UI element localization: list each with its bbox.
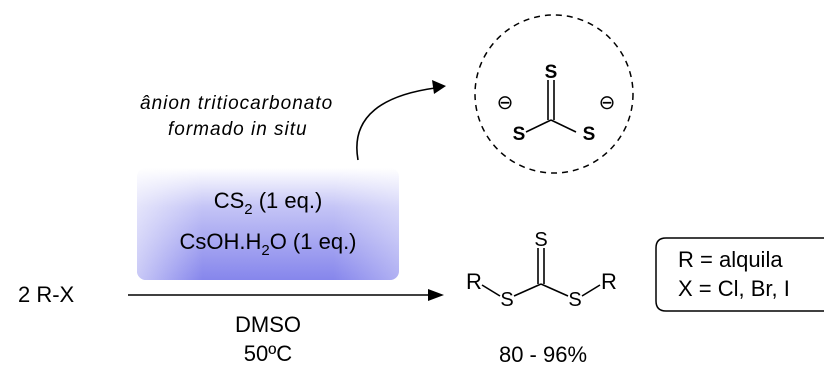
trithiocarbonate-anion: S S S ⊖ ⊖ xyxy=(497,62,616,145)
annotation-line-2: formado in situ xyxy=(168,119,308,140)
anion-atom-right: S xyxy=(583,124,596,145)
reagent-box: CS2 (1 eq.) CsOH.H2O (1 eq.) xyxy=(137,168,399,280)
reagent-line-2: CsOH.H2O (1 eq.) xyxy=(179,229,356,259)
trithiocarbonate-product: S S S R R xyxy=(466,229,617,311)
reaction-arrow xyxy=(128,289,444,301)
reagent-line-1: CS2 (1 eq.) xyxy=(214,188,323,218)
temperature-label: 50ºC xyxy=(244,341,293,366)
anion-atom-top: S xyxy=(545,62,558,83)
solvent-label: DMSO xyxy=(235,312,301,337)
product-r-left: R xyxy=(466,269,482,294)
reactant-label: 2 R-X xyxy=(18,282,75,307)
product-atom-right: S xyxy=(568,289,581,311)
legend-box: R = alquila X = Cl, Br, I xyxy=(655,237,824,312)
product-atom-left: S xyxy=(500,289,513,311)
product-atom-top: S xyxy=(534,229,547,251)
curved-arrow xyxy=(356,80,446,161)
legend-line-2: X = Cl, Br, I xyxy=(678,276,790,301)
annotation-line-1: ânion tritiocarbonato xyxy=(140,93,333,114)
anion-atom-left: S xyxy=(513,124,526,145)
product-r-right: R xyxy=(601,269,617,294)
anion-charge-left: ⊖ xyxy=(497,92,514,114)
yield-label: 80 - 96% xyxy=(499,342,587,367)
legend-line-1: R = alquila xyxy=(678,247,783,272)
anion-dashed-circle xyxy=(474,14,634,174)
anion-charge-right: ⊖ xyxy=(599,92,616,114)
